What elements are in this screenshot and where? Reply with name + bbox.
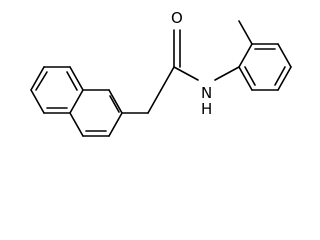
bond (214, 66, 240, 81)
bond (108, 112, 123, 137)
nitrogen-label: N (201, 84, 212, 102)
amide-group (121, 29, 240, 114)
bond (108, 89, 123, 114)
molecule-structure: O N H (30, 9, 292, 137)
bond (30, 66, 45, 91)
oxygen-label: O (171, 9, 183, 27)
bond (66, 71, 78, 91)
bond (277, 43, 292, 68)
bond (147, 89, 162, 114)
bond (238, 66, 253, 91)
bond (238, 43, 253, 68)
bond (69, 112, 84, 137)
bond (244, 66, 256, 86)
bond (109, 95, 120, 113)
naphthalene-right-ring (69, 89, 123, 137)
bond (69, 89, 84, 114)
bond (173, 66, 199, 81)
bond (30, 89, 45, 114)
bond (35, 71, 48, 91)
hydrogen-label: H (201, 100, 212, 118)
bond (69, 66, 84, 91)
bond (238, 20, 253, 45)
bond (277, 66, 292, 91)
naphthalene-left-ring (30, 66, 84, 114)
tolyl-ring (238, 20, 292, 91)
bond (274, 66, 286, 86)
bond (160, 66, 175, 91)
